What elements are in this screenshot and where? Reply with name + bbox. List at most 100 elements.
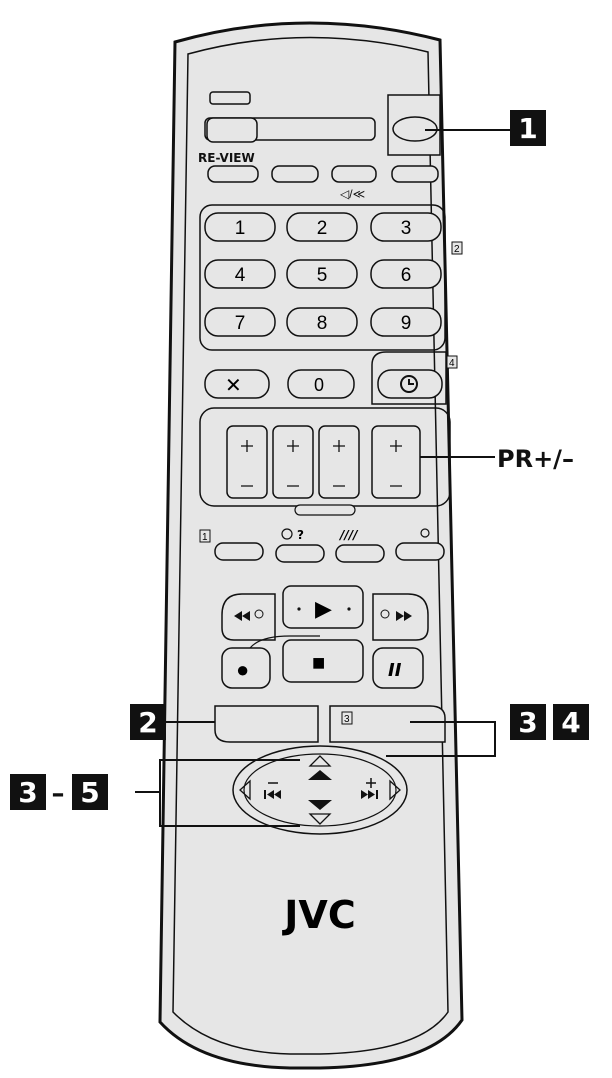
record-icon: ●: [236, 657, 249, 682]
function-button-3[interactable]: [335, 544, 385, 563]
block-mark-2-box: [451, 241, 463, 255]
key-2-button[interactable]: [286, 212, 358, 242]
left-outline-icon[interactable]: [239, 779, 251, 801]
function-button-4[interactable]: [395, 542, 445, 561]
cancel-icon: ✕: [225, 373, 242, 397]
record-link-line: [249, 635, 320, 649]
down-outline-icon: [308, 813, 332, 825]
review-button[interactable]: [207, 165, 259, 183]
plus-mark: [366, 778, 376, 788]
dot-right: [347, 607, 351, 611]
plus-minus-icon: [333, 440, 345, 487]
top-button-2[interactable]: [271, 165, 319, 183]
block-mark-1: 1: [202, 532, 208, 543]
key-2-label: 2: [317, 218, 328, 239]
up-arrow-icon[interactable]: [308, 770, 332, 780]
key-5-label: 5: [317, 265, 328, 286]
timer-frame: [371, 351, 447, 405]
callout-box-range-end: [72, 774, 108, 810]
tv-vcr-button[interactable]: [206, 117, 258, 143]
up-outline-icon: [308, 755, 332, 767]
stop-button[interactable]: [282, 639, 364, 683]
callout-line-3-4: [386, 721, 496, 757]
cancel-button[interactable]: [204, 369, 270, 399]
top-button-4[interactable]: [391, 165, 439, 183]
down-arrow-icon[interactable]: [308, 800, 332, 810]
pause-button[interactable]: [372, 647, 424, 689]
right-wide-button[interactable]: [329, 705, 446, 743]
block-mark-3-box: [341, 711, 353, 725]
skip-small-icon: [420, 528, 430, 538]
pr-button-2[interactable]: [272, 425, 314, 499]
plus-minus-icon: [287, 440, 299, 487]
plus-minus-icon: [390, 440, 402, 487]
callout-range-dash: –: [52, 779, 65, 809]
play-icon: ▶: [315, 596, 332, 621]
timer-clock-icon: [400, 375, 418, 393]
rewind-icon: [234, 609, 264, 621]
key-9-button[interactable]: [370, 307, 442, 337]
play-button[interactable]: [282, 585, 364, 629]
function-button-1[interactable]: [214, 542, 264, 561]
callout-range-end: 5: [80, 776, 99, 809]
callout-3: 3: [518, 706, 537, 739]
key-6-label: 6: [401, 265, 412, 286]
key-8-label: 8: [317, 313, 328, 334]
right-outline-icon[interactable]: [389, 779, 401, 801]
pr-button-1[interactable]: [226, 425, 268, 499]
block-mark-2: 2: [454, 244, 460, 255]
fast-forward-icon: [380, 609, 412, 621]
pr-button-3[interactable]: [318, 425, 360, 499]
mute-button[interactable]: [331, 165, 377, 183]
skip-back-icon: [264, 790, 281, 799]
block-mark-4: 4: [449, 358, 455, 369]
callout-box-3: [510, 704, 546, 740]
nav-ring-inner: [243, 753, 397, 827]
nav-ring: [232, 745, 408, 835]
remote-body-inner: [172, 36, 449, 1055]
function-button-2[interactable]: [275, 544, 325, 563]
key-8-button[interactable]: [286, 307, 358, 337]
key-5-button[interactable]: [286, 259, 358, 289]
callout-box-range-start: [10, 774, 46, 810]
key-1-button[interactable]: [204, 212, 276, 242]
keypad-frame: [199, 204, 446, 351]
callout-box-2: [130, 704, 166, 740]
key-4-button[interactable]: [204, 259, 276, 289]
callout-1: 1: [518, 112, 537, 145]
callout-range-start: 3: [18, 776, 37, 809]
callout-bracket-3-5: [135, 759, 300, 827]
key-9-label: 9: [401, 313, 412, 334]
display-button-top[interactable]: [209, 91, 251, 105]
key-3-button[interactable]: [370, 212, 442, 242]
callout-4: 4: [561, 706, 580, 739]
block-mark-1-box: [199, 529, 211, 543]
zero-label: 0: [314, 375, 324, 395]
key-6-button[interactable]: [370, 259, 442, 289]
pr-divider-tab: [294, 504, 356, 516]
plus-minus-icon: [241, 440, 253, 487]
pr-button-4[interactable]: [371, 425, 421, 499]
callout-box-1: [510, 110, 546, 146]
pause-icon: II: [388, 660, 402, 681]
angle-label: ////: [338, 528, 359, 542]
skip-forward-icon: [361, 790, 378, 799]
callout-2: 2: [138, 706, 157, 739]
left-wide-button[interactable]: [214, 705, 319, 743]
block-mark-4-box: [446, 355, 458, 369]
key-3-label: 3: [401, 218, 412, 239]
block-mark-3: 3: [344, 714, 350, 725]
key-1-label: 1: [235, 218, 246, 239]
review-label: RE-VIEW: [198, 151, 255, 165]
record-button[interactable]: [221, 647, 271, 689]
stop-icon: ■: [312, 650, 325, 675]
pr-button-group: [226, 425, 421, 499]
mute-label: ◁/≪: [340, 187, 365, 201]
help-label: ?: [297, 528, 304, 542]
callout-pr: PR+/–: [497, 445, 574, 473]
key-7-button[interactable]: [204, 307, 276, 337]
dot-left: [297, 607, 301, 611]
zero-button[interactable]: [287, 369, 355, 399]
